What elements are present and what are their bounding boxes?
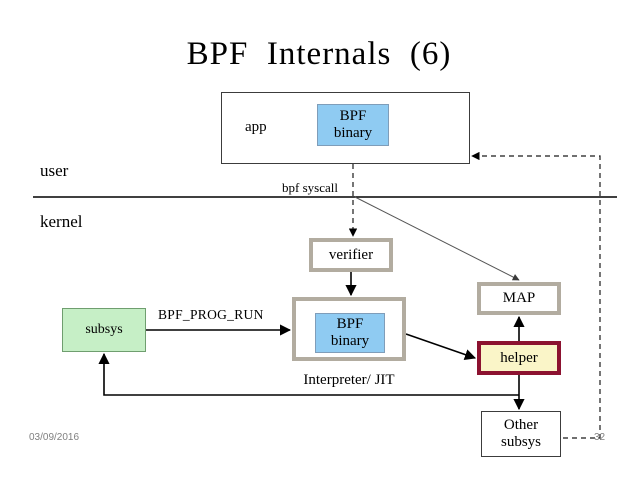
zone-label-kernel: kernel (40, 212, 83, 231)
footer-page-number: 32 (594, 432, 606, 443)
verifier-box[interactable]: verifier (309, 238, 393, 272)
map-box[interactable]: MAP (477, 282, 561, 315)
app-bpf-binary-line2: binary (333, 125, 373, 141)
jit-bpf-binary-line1: BPF (336, 316, 364, 333)
verifier-label: verifier (328, 246, 374, 263)
interpreter-jit-caption: Interpreter/ JIT (303, 372, 395, 388)
jit-bpf-binary-line2: binary (330, 333, 370, 349)
subsys-box[interactable]: subsys (62, 308, 146, 352)
edge-label-bpf-syscall: bpf syscall (281, 180, 339, 196)
map-label: MAP (502, 290, 536, 307)
zone-label-user: user (40, 161, 69, 180)
jit-bpf-binary-box[interactable]: BPF binary (315, 313, 385, 353)
edge-label-bpf-prog-run: BPF_PROG_RUN (158, 307, 264, 322)
subsys-label: subsys (85, 322, 123, 338)
other-subsys-line2: subsys (500, 434, 541, 450)
other-subsys-line1: Other (503, 417, 539, 434)
helper-label: helper (500, 349, 538, 366)
footer-date: 03/09/2016 (29, 432, 80, 443)
app-bpf-binary-box[interactable]: BPF binary (317, 104, 389, 146)
other-subsys-box[interactable]: Other subsys (481, 411, 561, 457)
helper-box[interactable]: helper (477, 341, 561, 375)
app-bpf-binary-line1: BPF (339, 108, 367, 125)
page-title: BPF Internals (6) (186, 36, 452, 72)
edge-jit-to-helper (405, 333, 477, 360)
app-label: app (245, 119, 267, 135)
